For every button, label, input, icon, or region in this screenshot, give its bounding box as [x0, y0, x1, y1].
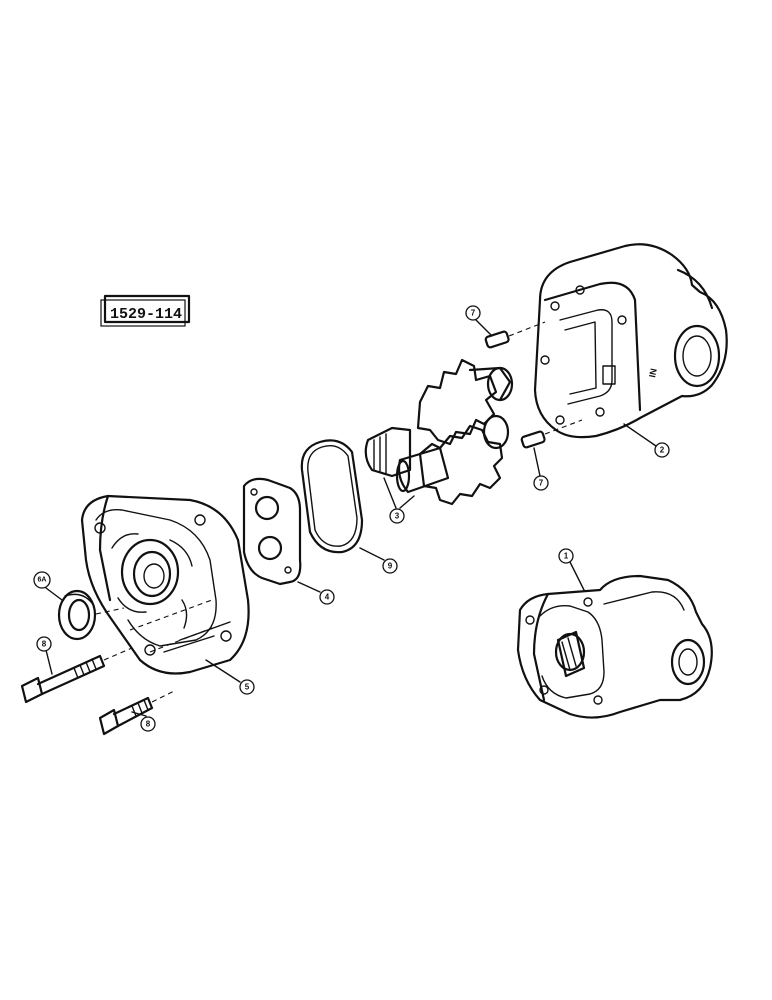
- callout-8-long: 8: [36, 636, 53, 675]
- callout-label: 7: [539, 479, 544, 488]
- callout-label: 2: [660, 446, 665, 455]
- callout-label: 9: [388, 562, 393, 571]
- short-cap-screw: [98, 689, 177, 736]
- callout-label: 8: [146, 720, 151, 729]
- plate-number-text: 1529-114: [110, 306, 182, 323]
- pump-body: IN: [533, 243, 728, 439]
- callout-label: 1: [564, 552, 569, 561]
- callout-3: 3: [383, 477, 415, 524]
- callout-label: 4: [325, 593, 330, 602]
- callout-7-top: 7: [465, 305, 493, 337]
- gear-set: [364, 358, 514, 506]
- callout-7-bottom: 7: [533, 447, 549, 491]
- gasket-plate: [242, 477, 302, 586]
- callout-2: 2: [623, 423, 670, 458]
- long-cap-screw: [20, 647, 133, 704]
- oil-seal: [57, 589, 125, 641]
- front-cover: [80, 494, 250, 675]
- assembled-pump: [516, 574, 713, 719]
- callout-8-short: 8: [131, 711, 156, 732]
- callout-9: 9: [359, 547, 398, 574]
- dowel-pin-bottom: [520, 419, 583, 449]
- callout-label: 7: [471, 309, 476, 318]
- callout-label: 3: [395, 512, 400, 521]
- callout-label: 8: [42, 640, 47, 649]
- o-ring: [300, 439, 364, 554]
- dowel-pin-top: [484, 321, 546, 349]
- callout-5: 5: [205, 659, 255, 695]
- callout-6a: 6A: [33, 571, 63, 601]
- callout-label: 5: [245, 683, 250, 692]
- callout-4: 4: [297, 581, 335, 605]
- plate-number-label: 1529-114: [100, 294, 191, 327]
- in-port-marking: IN: [647, 368, 659, 379]
- callout-label: 6A: [38, 577, 47, 584]
- callout-1: 1: [558, 548, 585, 591]
